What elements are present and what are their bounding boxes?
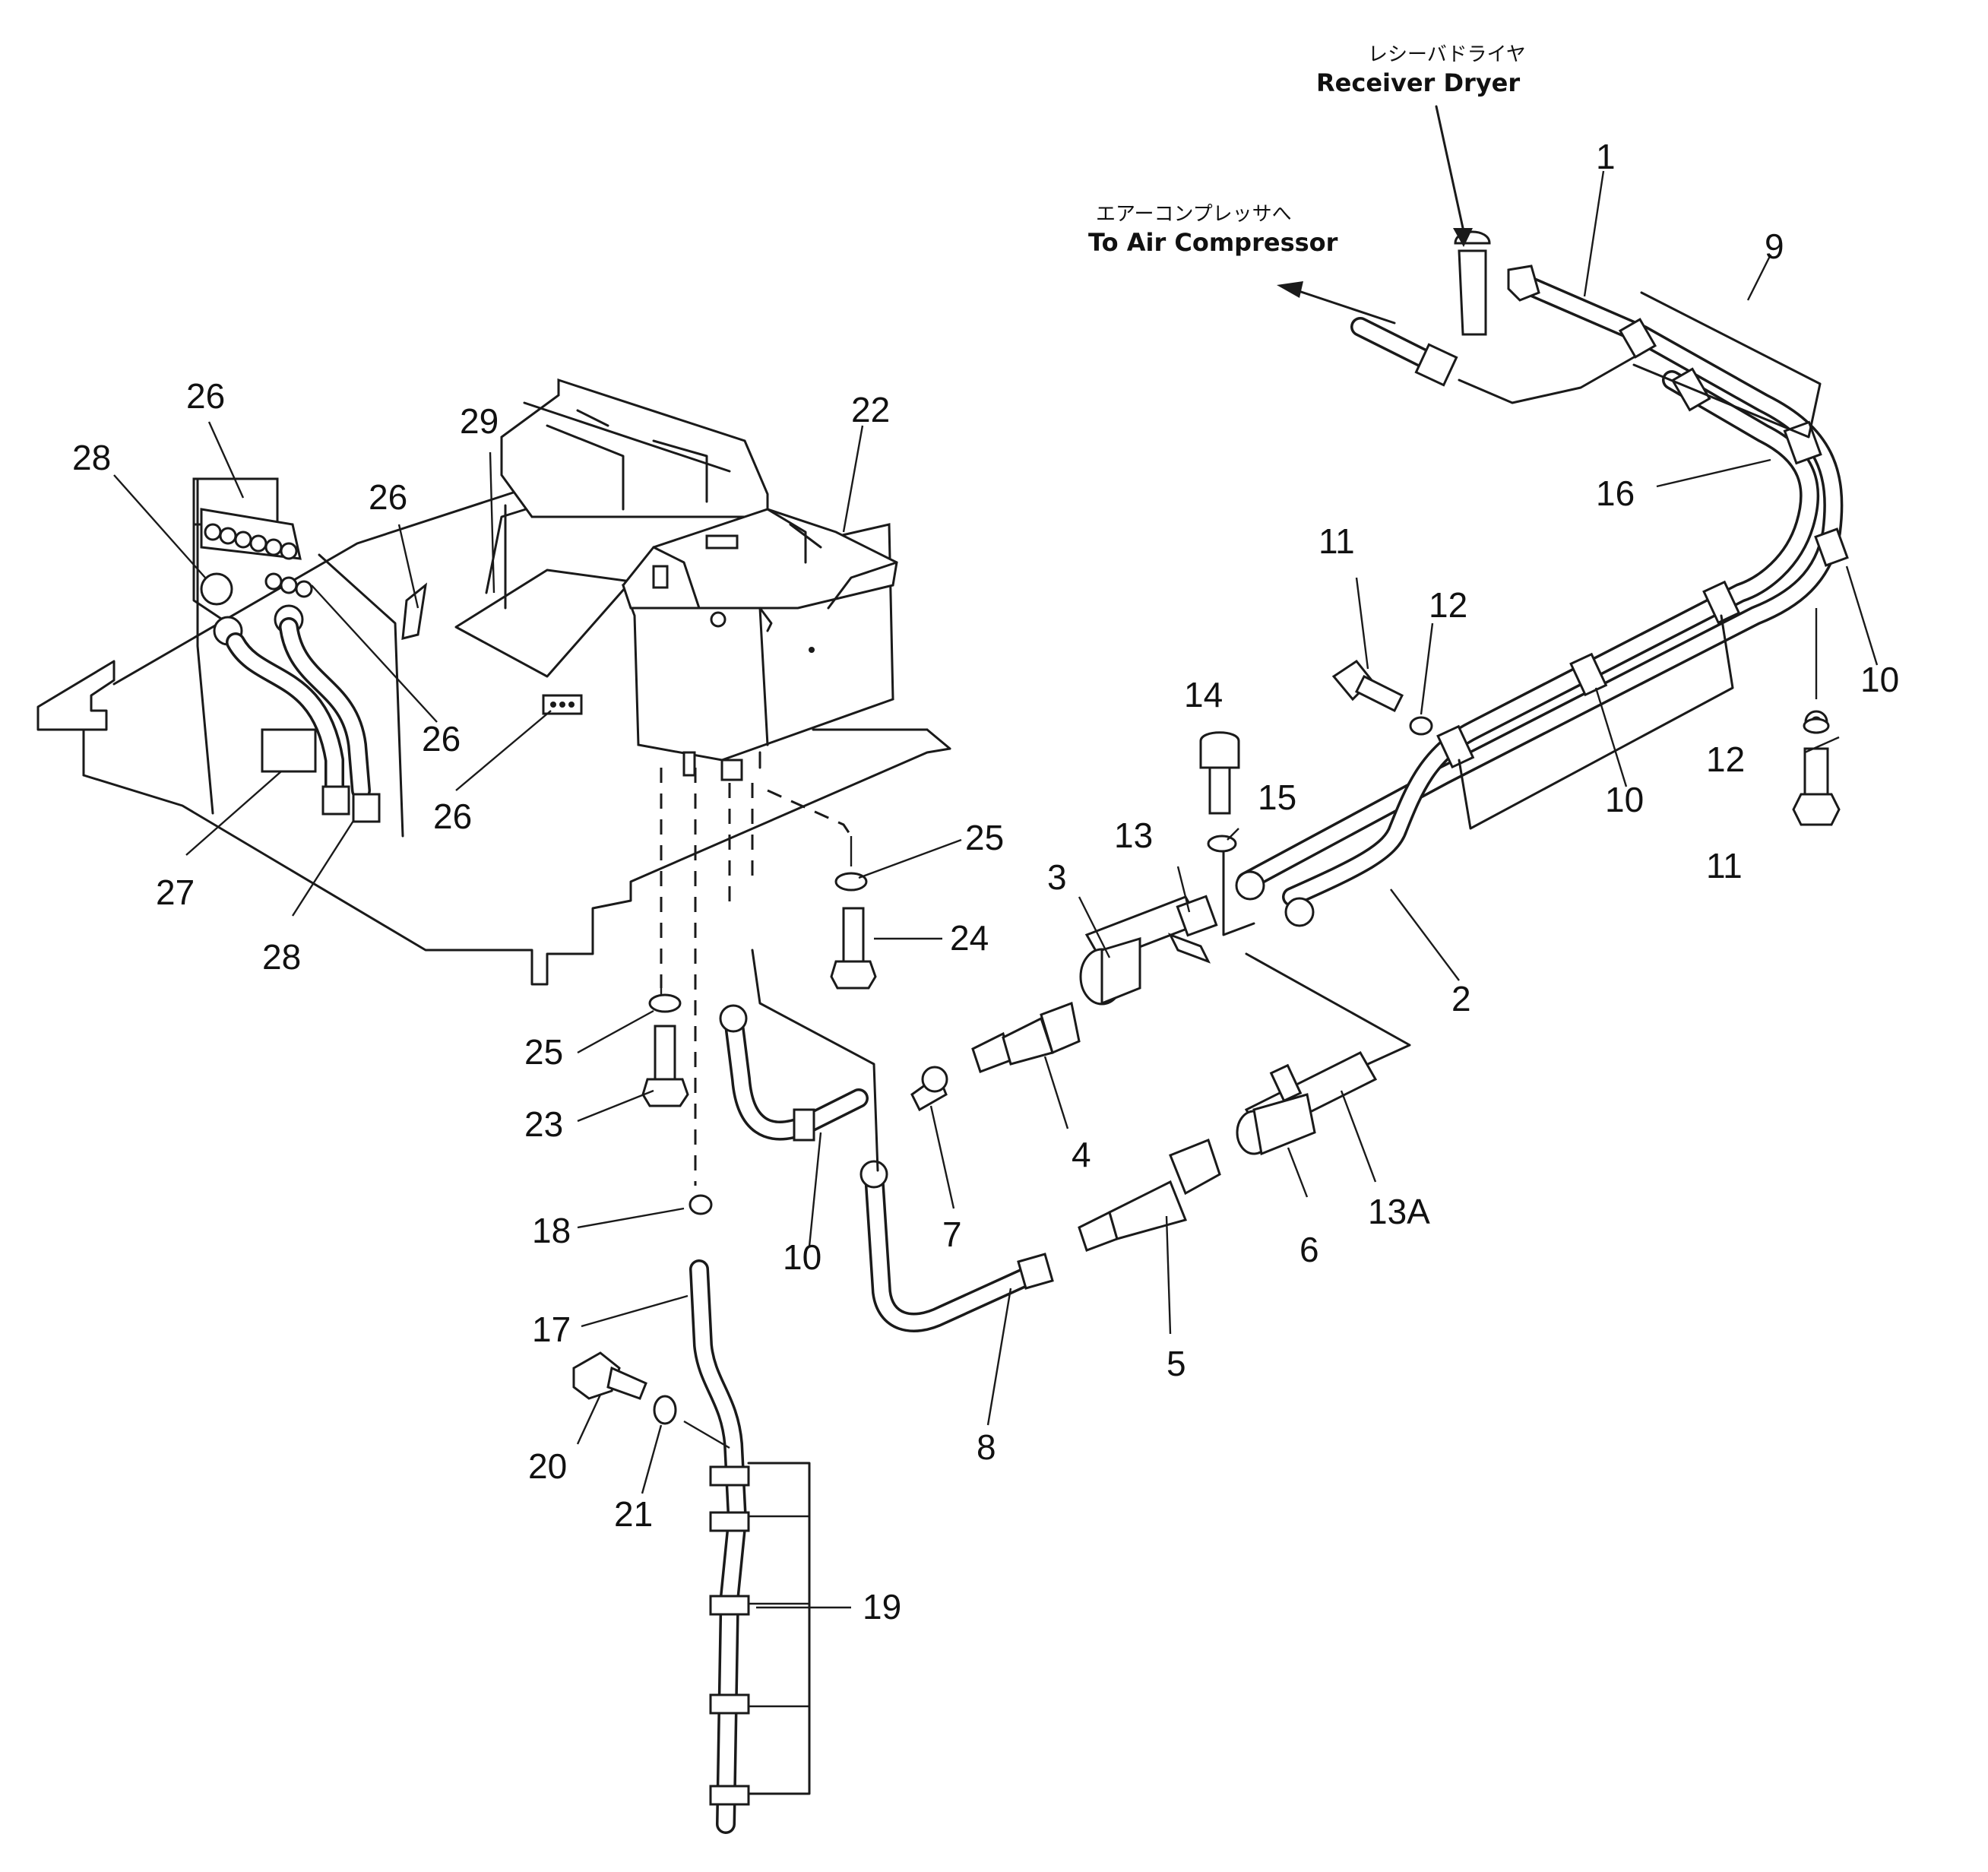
item-26-vents (192, 477, 583, 838)
item-20-bolt (572, 1351, 647, 1400)
callout-19: 19 (863, 1587, 901, 1627)
item-25-washer-lower (648, 993, 682, 1013)
item-13-expansion-valve (1084, 850, 1255, 964)
callout-26-mid: 26 (369, 477, 407, 517)
item-29-floor-mat (454, 496, 632, 678)
item-11-bolt-upper (1331, 659, 1404, 713)
callout-24: 24 (950, 918, 989, 958)
callout-21: 21 (614, 1494, 653, 1534)
item-19-clamps (709, 1462, 811, 1806)
callout-9: 9 (1765, 226, 1784, 266)
callout-4: 4 (1072, 1135, 1091, 1174)
callout-11-upper: 11 (1318, 521, 1355, 561)
callout-15: 15 (1258, 778, 1296, 817)
callout-2: 2 (1451, 979, 1471, 1018)
item-2-pipe (1235, 370, 1820, 927)
callout-16: 16 (1596, 474, 1635, 513)
receiver-dryer-jp: レシーバドライヤ (1368, 43, 1526, 66)
callout-14: 14 (1184, 675, 1223, 714)
callout-10-mid: 10 (1605, 780, 1644, 819)
item-24-bolt (830, 907, 877, 990)
callout-1: 1 (1596, 137, 1616, 176)
item-3-fitting (1079, 936, 1141, 1006)
left-pipe-with-clamp-10 (719, 949, 879, 1172)
item-1-pipe (1236, 264, 1844, 892)
item-27-duct-panel (261, 728, 317, 773)
callout-13: 13 (1114, 816, 1153, 855)
callout-25-upper: 25 (965, 818, 1004, 857)
item-22-console-unit (500, 378, 898, 781)
callout-23: 23 (524, 1104, 563, 1144)
item-14-bolt (1199, 731, 1240, 815)
callout-8: 8 (977, 1427, 996, 1467)
callout-22: 22 (851, 390, 890, 429)
callout-26-top: 26 (186, 376, 225, 416)
air-compressor-jp: エアーコンプレッサへ (1096, 203, 1292, 226)
item-5-fitting (1078, 1139, 1221, 1252)
callout-26-right: 26 (422, 719, 461, 759)
callout-13a: 13A (1368, 1192, 1430, 1231)
callout-12-right: 12 (1706, 740, 1745, 779)
callout-27: 27 (156, 873, 195, 912)
item-11-bolt-lower (1792, 747, 1841, 826)
callout-28-top: 28 (72, 438, 111, 477)
item-17-pipe (689, 1259, 747, 1834)
item-21-washer (653, 1395, 677, 1425)
bolt-to-pipe-leader (683, 1420, 730, 1449)
callout-7: 7 (942, 1215, 962, 1254)
callout-6: 6 (1299, 1230, 1319, 1269)
mounting-dashed-lines (660, 768, 853, 1186)
item-12-washer-upper (1409, 716, 1433, 736)
leader-lines (113, 170, 1879, 1609)
callout-18: 18 (532, 1211, 571, 1250)
air-compressor-connection (1277, 281, 1635, 404)
callout-28-bottom: 28 (262, 937, 301, 977)
callout-numbers: 1 9 16 10 10 12 11 11 12 14 15 13 3 2 4 … (72, 137, 1899, 1627)
item-23-bolt (641, 1025, 689, 1107)
callout-29: 29 (460, 401, 499, 441)
callout-10-left: 10 (783, 1237, 821, 1277)
callout-11-right: 11 (1706, 846, 1743, 885)
callout-25-lower: 25 (524, 1032, 563, 1072)
cab-floor-frame (36, 485, 951, 986)
callout-20: 20 (528, 1446, 567, 1486)
callout-12-upper: 12 (1429, 585, 1467, 625)
receiver-dryer-part (1435, 105, 1491, 336)
item-4-fitting (971, 1001, 1081, 1073)
item-6-fitting (1236, 1093, 1316, 1156)
callout-26-bottom: 26 (433, 797, 472, 836)
callout-10-right: 10 (1860, 660, 1899, 699)
callout-17: 17 (532, 1310, 571, 1349)
item-12-washer-lower (1803, 717, 1830, 734)
callout-5: 5 (1167, 1344, 1186, 1383)
item-28-duct-hoses (200, 572, 381, 823)
item-7-fitting (910, 1066, 948, 1112)
air-compressor-label: To Air Compressor (1088, 228, 1338, 257)
item-18-clip (689, 1194, 713, 1215)
item-8-pipe (859, 1160, 1054, 1332)
item-15-washer (1207, 835, 1237, 853)
receiver-dryer-label: Receiver Dryer (1316, 68, 1520, 97)
callout-3: 3 (1047, 857, 1067, 897)
